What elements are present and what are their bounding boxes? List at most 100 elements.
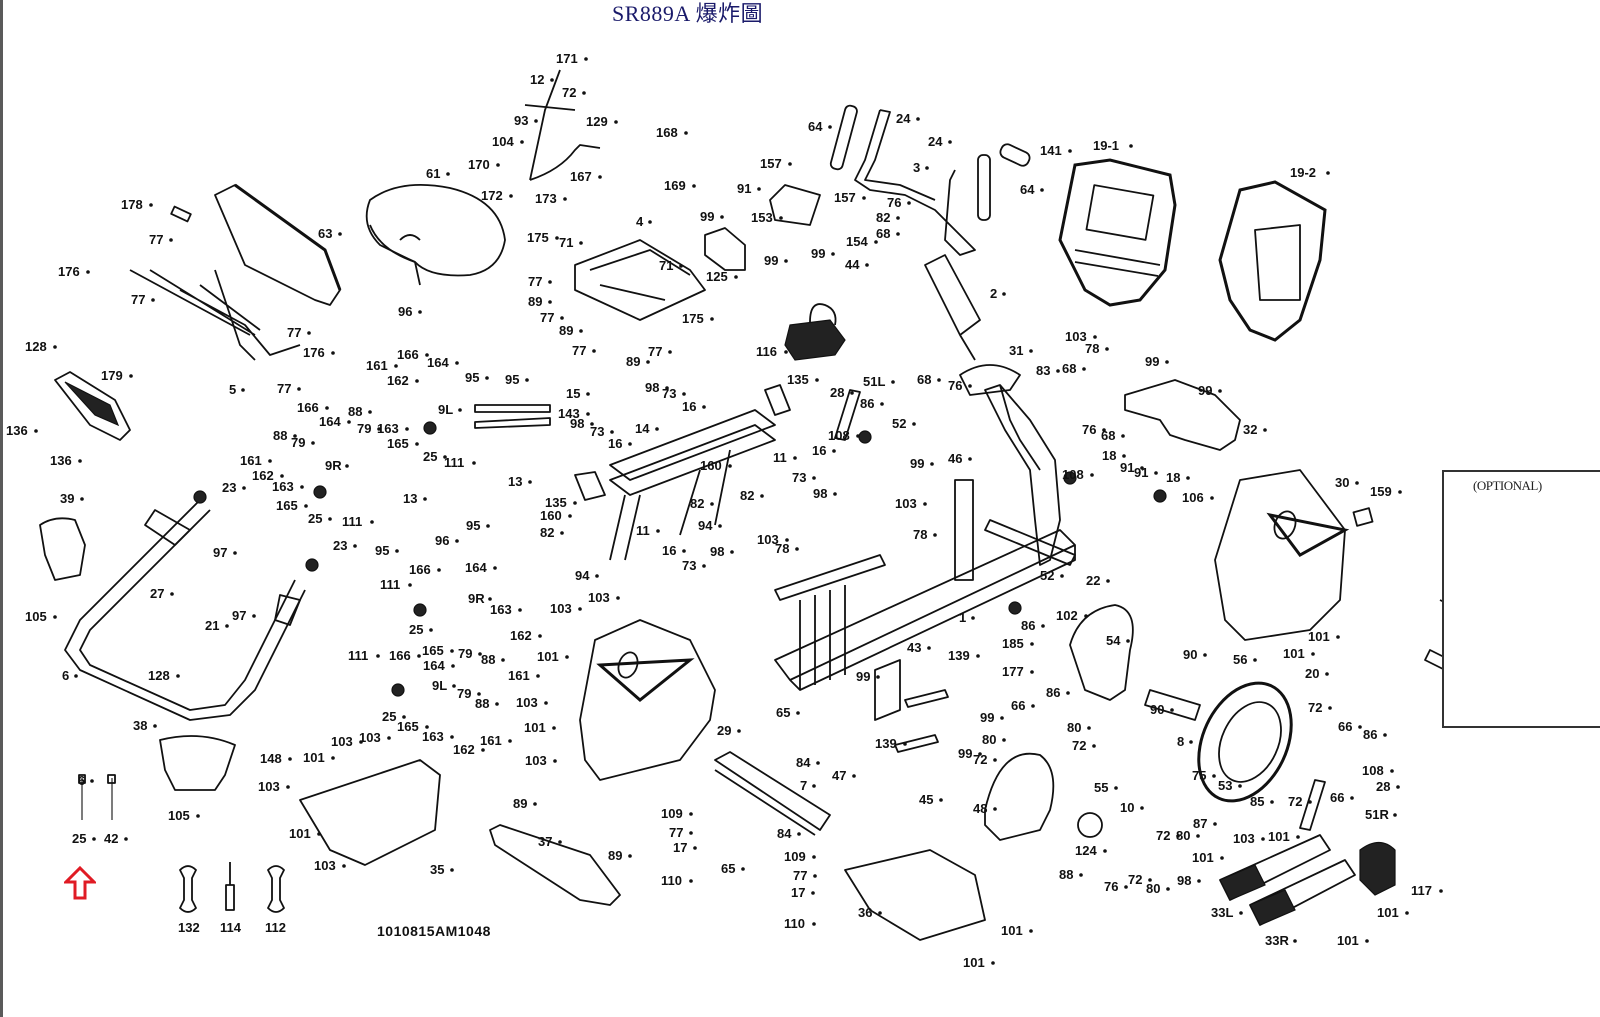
- part-cap-141: [999, 143, 1031, 167]
- part-seat-cushion: [365, 183, 506, 277]
- part-label-128: 128: [148, 668, 170, 683]
- part-label-95: 95: [375, 543, 389, 558]
- part-label-3: 3: [913, 160, 920, 175]
- part-label-166: 166: [297, 400, 319, 415]
- leader-dot: [702, 405, 706, 409]
- optional-parts-box: [1442, 470, 1600, 728]
- part-label-117: 117: [1411, 883, 1432, 898]
- part-label-73: 73: [682, 558, 696, 573]
- part-cap-178: [170, 205, 192, 223]
- leader-dot: [423, 497, 427, 501]
- part-label-51R: 51R: [1365, 807, 1389, 822]
- leader-dot: [702, 564, 706, 568]
- leader-dot: [878, 911, 882, 915]
- part-crank-51R: [1299, 779, 1326, 831]
- leader-dot: [850, 391, 854, 395]
- part-foot-35: [299, 759, 441, 866]
- leader-dot: [1140, 466, 1144, 470]
- leader-dot: [477, 692, 481, 696]
- leader-dot: [176, 674, 180, 678]
- part-label-110: 110: [661, 873, 682, 888]
- part-label-163: 163: [490, 602, 512, 617]
- leader-dot: [548, 300, 552, 304]
- leader-dot: [590, 422, 594, 426]
- leader-dot: [831, 252, 835, 256]
- part-label-6: 6: [62, 668, 69, 683]
- part-knob-23a: [193, 490, 207, 504]
- leader-dot: [552, 726, 556, 730]
- part-label-141: 141: [1040, 143, 1062, 158]
- tool-label-114: 114: [220, 920, 242, 935]
- part-label-77: 77: [648, 344, 662, 359]
- leader-dot: [233, 551, 237, 555]
- part-label-103: 103: [525, 753, 547, 768]
- leader-dot: [486, 524, 490, 528]
- part-label-162: 162: [387, 373, 409, 388]
- part-label-101: 101: [1283, 646, 1305, 661]
- part-console-back: [1218, 180, 1327, 342]
- leader-dot: [534, 119, 538, 123]
- part-label-98: 98: [1177, 873, 1191, 888]
- leader-dot: [1068, 149, 1072, 153]
- part-label-99: 99: [811, 246, 825, 261]
- leader-dot: [937, 378, 941, 382]
- leader-dot: [833, 492, 837, 496]
- part-label-111: 111: [380, 577, 400, 592]
- part-label-9R: 9R: [325, 458, 342, 473]
- leader-dot: [288, 757, 292, 761]
- leader-dot: [311, 441, 315, 445]
- part-label-79: 79: [457, 686, 471, 701]
- part-shroud-30-window: [1266, 512, 1350, 557]
- drawing-code: 1010815AM1048: [377, 923, 491, 939]
- leader-dot: [415, 442, 419, 446]
- tool-label-132: 132: [178, 920, 200, 935]
- leader-dot: [553, 759, 557, 763]
- part-label-101: 101: [289, 826, 311, 841]
- part-label-90: 90: [1183, 647, 1197, 662]
- leader-dot: [1087, 726, 1091, 730]
- part-label-170: 170: [468, 157, 490, 172]
- part-label-154: 154: [846, 234, 868, 249]
- part-label-139: 139: [875, 736, 897, 751]
- leader-dot: [481, 748, 485, 752]
- leader-dot: [978, 752, 982, 756]
- part-label-168: 168: [656, 125, 678, 140]
- part-label-79: 79: [357, 421, 371, 436]
- part-label-14: 14: [635, 421, 650, 436]
- leader-dot: [1040, 188, 1044, 192]
- part-label-164: 164: [427, 355, 449, 370]
- part-label-16: 16: [608, 436, 622, 451]
- part-label-78: 78: [913, 527, 927, 542]
- leader-dot: [1308, 800, 1312, 804]
- leader-dot: [1390, 769, 1394, 773]
- part-label-101: 101: [537, 649, 559, 664]
- part-label-84: 84: [777, 826, 792, 841]
- leader-dot: [495, 702, 499, 706]
- part-label-98: 98: [645, 380, 659, 395]
- part-label-103: 103: [516, 695, 538, 710]
- leader-dot: [387, 736, 391, 740]
- leader-dot: [665, 386, 669, 390]
- leader-dot: [563, 197, 567, 201]
- leader-dot: [734, 275, 738, 279]
- part-label-166: 166: [397, 347, 419, 362]
- leader-dot: [472, 461, 476, 465]
- leader-dot: [394, 364, 398, 368]
- leader-dot: [1189, 740, 1193, 744]
- leader-dot: [225, 624, 229, 628]
- part-label-76: 76: [1082, 422, 1096, 437]
- leader-dot: [501, 658, 505, 662]
- part-label-16: 16: [682, 399, 696, 414]
- leader-dot: [170, 592, 174, 596]
- leader-dot: [1154, 471, 1158, 475]
- leader-dot: [656, 529, 660, 533]
- part-label-33L: 33L: [1211, 905, 1233, 920]
- part-label-17: 17: [673, 840, 687, 855]
- part-label-103: 103: [550, 601, 572, 616]
- part-label-25: 25: [72, 831, 86, 846]
- part-seat-handle-tube: [129, 269, 251, 336]
- part-label-101: 101: [963, 955, 985, 970]
- part-label-125: 125: [706, 269, 728, 284]
- part-label-80: 80: [1067, 720, 1081, 735]
- leader-dot: [304, 504, 308, 508]
